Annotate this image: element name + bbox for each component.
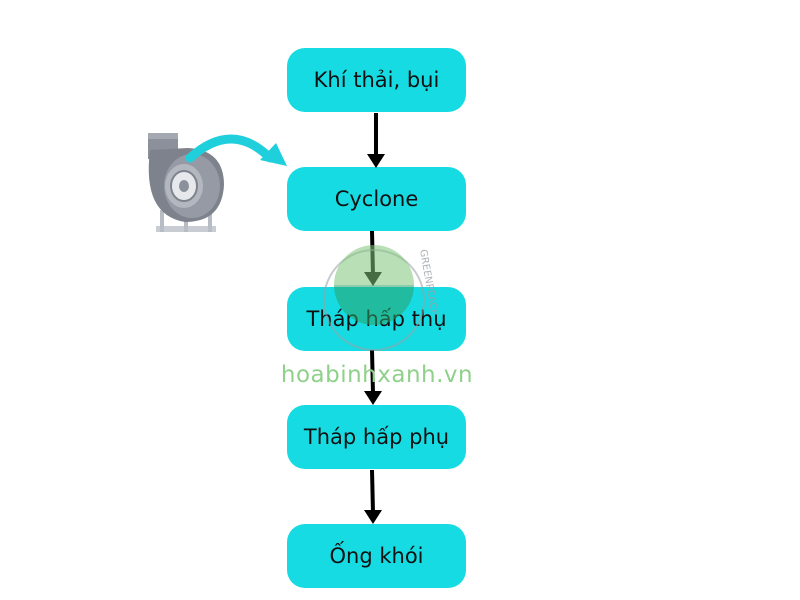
- arrow-1-2-head: [367, 154, 385, 168]
- step-exhaust-dust: Khí thải, bụi: [287, 48, 466, 112]
- step-cyclone: Cyclone: [287, 167, 466, 231]
- centrifugal-fan-icon: [148, 133, 224, 232]
- arrow-4-5: [370, 469, 375, 514]
- arrow-3-4: [370, 349, 375, 395]
- arrow-4-5-head: [364, 510, 382, 524]
- arrow-2-3-head: [364, 272, 382, 286]
- fan-feed-arrow: [185, 134, 275, 163]
- step-chimney: Ống khói: [287, 524, 466, 588]
- step-adsorption-tower: Tháp hấp phụ: [287, 405, 466, 469]
- fan-feed-arrowhead: [260, 143, 287, 166]
- arrow-3-4-head: [364, 391, 382, 405]
- arrow-2-3: [370, 230, 375, 276]
